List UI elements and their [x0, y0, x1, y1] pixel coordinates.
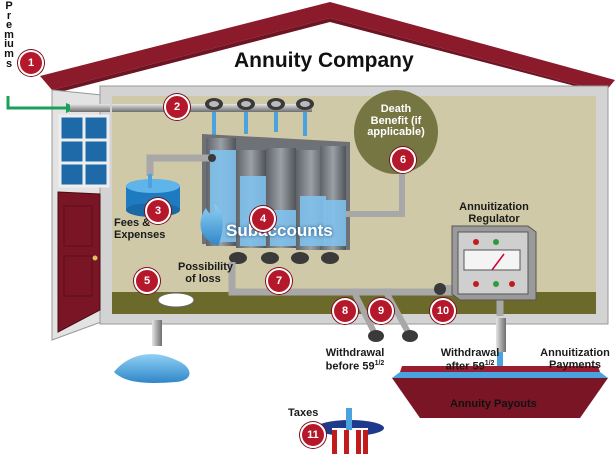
- marker-11: 11: [300, 422, 326, 448]
- roof: [40, 2, 615, 92]
- loss-puddle: [114, 354, 190, 383]
- loss-label: Possibility of loss: [178, 261, 234, 285]
- withdrawal-after-label: Withdrawal after 591/2: [436, 347, 504, 373]
- marker-7: 7: [266, 268, 292, 294]
- marker-10: 10: [430, 298, 456, 324]
- withdrawal-after-text: Withdrawal after 59: [440, 347, 500, 373]
- regulator-label: Annuitization Regulator: [459, 201, 529, 225]
- withdrawal-before-pipes: [351, 290, 411, 334]
- annuity-payouts-label: Annuity Payouts: [450, 398, 537, 410]
- marker-4: 4: [250, 206, 276, 232]
- loss-splash: [200, 204, 223, 246]
- marker-9: 9: [368, 298, 394, 324]
- fees-pipe: [146, 154, 212, 176]
- withdrawal-before-label: Withdrawal before 591/2: [310, 347, 400, 373]
- withdrawal-after-pipe: [496, 318, 506, 352]
- annuitization-payments-label: Annuitization Payments: [540, 347, 610, 371]
- marker-6: 6: [390, 147, 416, 173]
- marker-8: 8: [332, 298, 358, 324]
- premiums-arrow: [6, 96, 70, 110]
- withdrawal-before-text: Withdrawal before 59: [325, 347, 385, 373]
- fees-label: Fees & Expenses: [114, 217, 166, 241]
- withdrawal-before-sup: 1/2: [374, 359, 385, 367]
- subaccount-valves: [229, 252, 339, 264]
- door: [57, 191, 101, 333]
- drip-streams: [212, 112, 307, 140]
- floor-drain: [157, 292, 195, 308]
- annuity-payouts-trough: [392, 366, 608, 418]
- premium-pipe: [70, 104, 110, 112]
- company-title: Annuity Company: [234, 49, 414, 72]
- marker-1: 1: [18, 50, 44, 76]
- premiums-label: Premiums: [4, 0, 14, 70]
- top-valves: [205, 98, 314, 110]
- withdrawal-after-sup: 1/2: [484, 359, 495, 367]
- loss-drain-pipe: [152, 320, 162, 346]
- marker-3: 3: [145, 198, 171, 224]
- annuitization-regulator: [451, 225, 537, 301]
- death-benefit-pipe: [346, 174, 405, 217]
- collection-pipe: [228, 262, 504, 316]
- subaccount-tanks: [202, 134, 350, 250]
- marker-2: 2: [164, 94, 190, 120]
- taxes-hat: [316, 408, 384, 454]
- death-benefit-tank: [354, 90, 438, 174]
- subaccounts-label: Subaccounts: [226, 221, 333, 240]
- marker-5: 5: [134, 268, 160, 294]
- window: [58, 114, 110, 188]
- taxes-label: Taxes: [288, 407, 319, 419]
- death-benefit-label: Death Benefit (if applicable): [367, 103, 425, 139]
